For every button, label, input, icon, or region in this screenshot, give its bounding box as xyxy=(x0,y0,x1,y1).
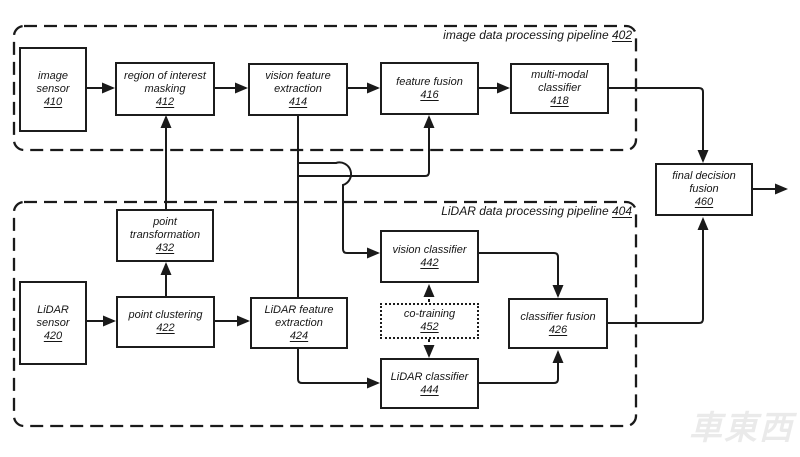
lidar-pipeline-label-text: LiDAR data processing pipeline xyxy=(441,204,609,218)
box-point-clustering: point clustering 422 xyxy=(116,296,215,348)
box-feature-fusion: feature fusion 416 xyxy=(380,62,479,115)
box-lidar-classifier: LiDAR classifier 444 xyxy=(380,358,479,409)
image-pipeline-label: image data processing pipeline 402 xyxy=(310,28,632,42)
box-point-transformation: point transformation 432 xyxy=(116,209,214,262)
image-pipeline-ref: 402 xyxy=(611,28,632,42)
arrow-vision-extraction-to-vision-classifier-hop xyxy=(298,161,380,259)
lidar-pipeline-border xyxy=(12,200,638,428)
arrow-multimodal-to-final-fusion xyxy=(609,87,709,163)
arrow-lidar-extraction-to-feature-fusion xyxy=(298,115,435,177)
lidar-pipeline-ref: 404 xyxy=(611,204,632,218)
box-multi-modal-classifier: multi-modal classifier 418 xyxy=(510,63,609,114)
box-lidar-feature-extraction: LiDAR feature extraction 424 xyxy=(250,297,348,349)
arrow-classifier-fusion-to-final-fusion xyxy=(608,217,709,324)
box-image-sensor: image sensor 410 xyxy=(19,47,87,132)
box-region-of-interest-masking: region of interest masking 412 xyxy=(115,62,215,116)
arrow-lidar-classifier-to-classifier-fusion xyxy=(479,350,564,384)
box-vision-classifier: vision classifier 442 xyxy=(380,230,479,283)
lidar-pipeline-label: LiDAR data processing pipeline 404 xyxy=(310,204,632,218)
box-final-decision-fusion: final decision fusion 460 xyxy=(655,163,753,216)
box-vision-feature-extraction: vision feature extraction 414 xyxy=(248,63,348,116)
arrow-lidar-extraction-to-lidar-classifier xyxy=(297,349,380,389)
box-lidar-sensor: LiDAR sensor 420 xyxy=(19,281,87,365)
box-co-training: co-training 452 xyxy=(380,303,479,339)
arrow-vision-classifier-to-classifier-fusion xyxy=(479,252,564,298)
image-pipeline-label-text: image data processing pipeline xyxy=(443,28,609,42)
box-classifier-fusion: classifier fusion 426 xyxy=(508,298,608,349)
watermark-logo: 車東西 xyxy=(689,409,794,446)
